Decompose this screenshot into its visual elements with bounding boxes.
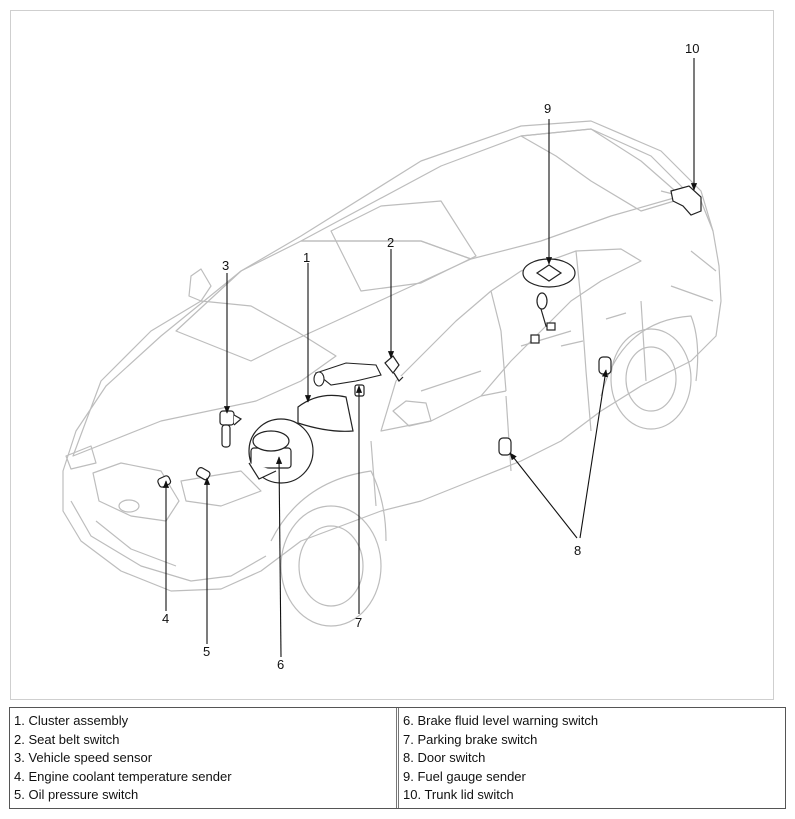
callout-9: 9: [544, 101, 552, 116]
callout-4: 4: [162, 611, 170, 626]
legend-item: 2. Seat belt switch: [14, 731, 120, 747]
leader-lines: [162, 58, 698, 658]
car-illustration: [62, 58, 722, 658]
legend-item: 9. Fuel gauge sender: [403, 768, 526, 784]
dashboard-piece: [313, 362, 382, 387]
engine-coolant-sender: [157, 475, 172, 488]
callout-5: 5: [203, 644, 211, 659]
callout-10: 10: [685, 41, 700, 56]
fuel-gauge-sender: [522, 258, 576, 344]
legend-column-left: 1. Cluster assembly 2. Seat belt switch …: [10, 708, 396, 808]
vehicle-speed-sensor: [219, 410, 243, 448]
legend-item: 7. Parking brake switch: [403, 731, 538, 747]
legend-item: 10. Trunk lid switch: [403, 787, 514, 802]
legend-column-right: 6. Brake fluid level warning switch 7. P…: [396, 708, 785, 808]
brake-fluid-reservoir: [248, 418, 314, 484]
legend-item: 5. Oil pressure switch: [14, 787, 139, 802]
vehicle-diagram: 1 2 3 4 5 6 7 8 9 10: [10, 10, 774, 700]
door-switch-front: [498, 437, 512, 456]
callout-1: 1: [303, 250, 311, 265]
legend-item: 8. Door switch: [403, 750, 486, 765]
legend-item: 4. Engine coolant temperature sender: [14, 768, 232, 784]
legend-item: 3. Vehicle speed sensor: [14, 750, 153, 765]
cluster-assembly: [297, 394, 354, 432]
callout-7: 7: [355, 615, 363, 630]
callout-3: 3: [222, 258, 230, 273]
callout-8: 8: [574, 543, 582, 558]
door-switch-rear: [598, 356, 612, 375]
seat-belt-switch: [384, 355, 404, 382]
legend-table: 1. Cluster assembly 2. Seat belt switch …: [9, 707, 786, 809]
callout-2: 2: [387, 235, 395, 250]
car-body-outline: [62, 120, 722, 627]
legend-item: 6. Brake fluid level warning switch: [403, 713, 599, 728]
legend-item: 1. Cluster assembly: [14, 713, 129, 728]
oil-pressure-switch: [195, 467, 211, 481]
trunk-lid-switch: [670, 185, 702, 216]
callout-6: 6: [277, 657, 285, 672]
